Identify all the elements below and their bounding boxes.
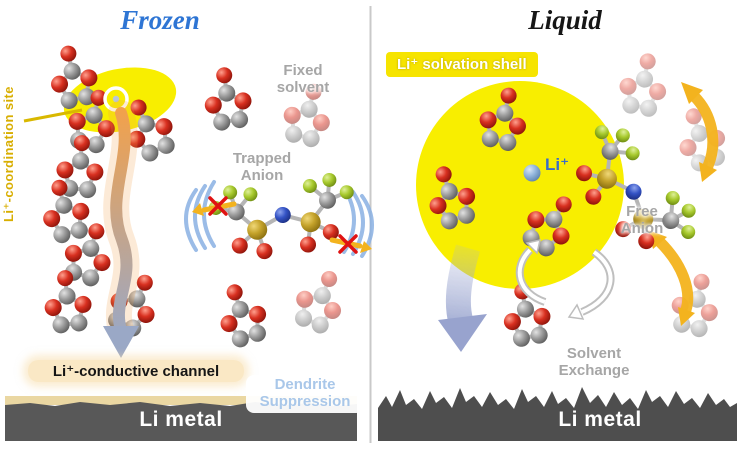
conductive-channel-label: Li⁺-conductive channel: [28, 360, 244, 382]
carbonate-molecule: [197, 62, 258, 135]
dendrite-suppression-label: Dendrite Suppression: [246, 375, 364, 413]
li-metal-electrode-rough: [378, 387, 737, 441]
deposition-arrow: [438, 244, 487, 352]
carbonate-molecule: [207, 275, 276, 354]
blocked-escape-arrow-right: [329, 234, 372, 254]
interface-layer: [5, 396, 357, 405]
frozen-panel-art: [5, 38, 374, 441]
blocked-x-icon: [338, 234, 358, 254]
frozen-panel-title: Frozen: [120, 5, 200, 35]
li-ion: [523, 164, 541, 182]
blocked-escape-arrow-left: [192, 196, 237, 216]
solvation-shell-circle: [416, 81, 624, 289]
liquid-panel-art: [378, 47, 737, 441]
free-anion-line1: Free: [626, 203, 658, 220]
coordination-label-pointer: [23, 108, 83, 123]
li-metal-label-frozen: Li metal: [139, 408, 223, 431]
dendrite-line1: Dendrite: [274, 376, 336, 393]
carbonate-molecule-faded: [284, 260, 356, 341]
free-anion-label: Free Anion: [598, 203, 686, 238]
anion-motion-arrow-top: [681, 82, 719, 182]
solvent-exchange-line1: Solvent: [566, 345, 622, 362]
trapped-anion-line1: Trapped: [232, 150, 292, 167]
blocked-x-icon: [208, 196, 228, 216]
trapped-anion-line2: Anion: [240, 167, 284, 185]
solvent-exchange-arrows: [515, 238, 615, 320]
conductive-channel-arrow: [103, 100, 140, 358]
liquid-panel-title: Liquid: [528, 5, 602, 35]
dendrite-line2: Suppression: [259, 392, 351, 410]
coordination-site-label: Li⁺-coordination site: [1, 86, 16, 223]
carbonate-molecule-faded: [663, 266, 729, 343]
li-ion-label: Li⁺: [545, 155, 570, 174]
trapped-tfsi-anion: [204, 168, 362, 267]
solvent-exchange-line2: Exchange: [558, 362, 630, 380]
solvent-exchange-label: Solvent Exchange: [538, 345, 650, 380]
li-metal-label-liquid: Li metal: [558, 408, 642, 431]
carbonate-molecule-faded: [613, 47, 675, 122]
fixed-solvent-label: Fixed solvent: [258, 62, 348, 97]
vibration-arcs-left: [184, 180, 216, 252]
solvation-shell-label: Li⁺ solvation shell: [386, 52, 538, 77]
fixed-solvent-line2: solvent: [276, 79, 330, 97]
anion-motion-arrow-bottom: [648, 230, 695, 326]
trapped-anion-label: Trapped Anion: [214, 150, 310, 185]
free-anion-line2: Anion: [620, 220, 664, 238]
fixed-solvent-line1: Fixed: [283, 62, 323, 79]
